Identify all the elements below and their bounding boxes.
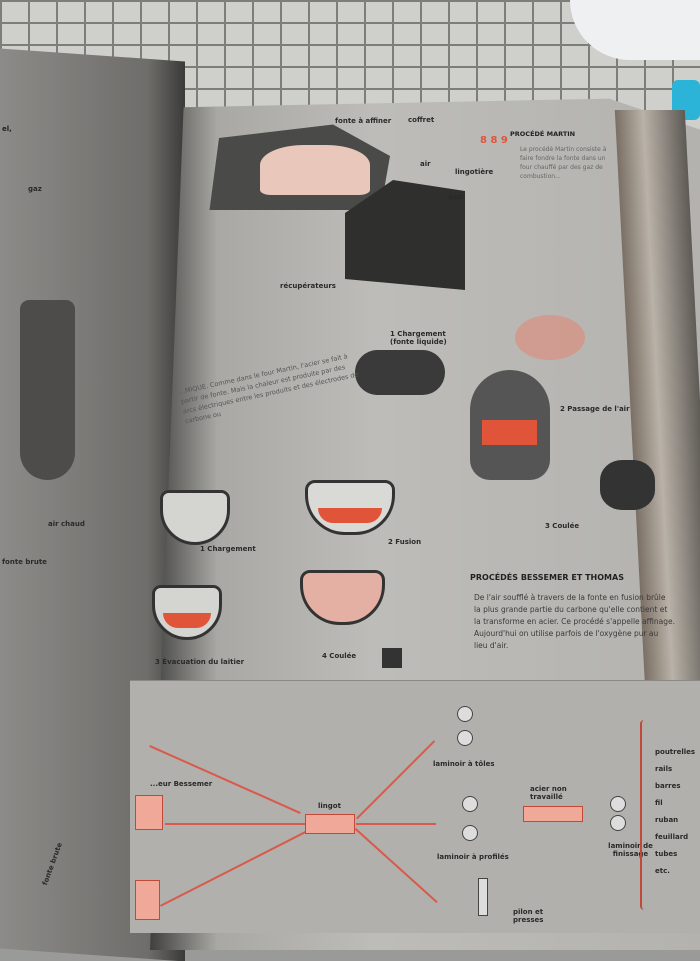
martin-heading: PROCÉDÉ MARTIN: [510, 130, 576, 138]
acier-bar: [523, 806, 583, 822]
label-coffret: coffret: [408, 116, 435, 124]
left-label-fonte: fonte brute: [2, 558, 47, 566]
laminoir-profiles-label: laminoir à profilés: [437, 853, 509, 861]
laminoir-toles-label: laminoir à tôles: [433, 760, 495, 768]
label-gaz: gaz: [448, 193, 462, 201]
converter-pouring-illustration: [600, 460, 655, 510]
label-recuperateurs: récupérateurs: [280, 282, 336, 290]
roller-icon: [462, 825, 478, 841]
electric-furnace-3: [152, 585, 222, 640]
bessemer-heading: PROCÉDÉS BESSEMER ET THOMAS: [470, 573, 624, 582]
product-item: ruban: [655, 816, 679, 824]
electric-step-1: 1 Chargement: [200, 545, 256, 553]
roller-icon: [457, 730, 473, 746]
converter-step-2: 2 Passage de l'air: [560, 405, 630, 413]
bessemer-converter: [135, 795, 163, 830]
bessemer-text: De l'air soufflé à travers de la fonte e…: [474, 592, 694, 652]
label-air: air: [420, 160, 431, 168]
pilon-label: pilon et presses: [513, 908, 544, 924]
left-label: el,: [2, 125, 12, 133]
product-item: poutrelles: [655, 748, 696, 756]
text-line: De l'air soufflé à travers de la fonte e…: [474, 593, 666, 602]
acier-label: acier non travaillé: [530, 785, 567, 801]
text-line: la plus grande partie du carbone qu'elle…: [474, 605, 668, 614]
converter-step-1: 1 Chargement (fonte liquide): [390, 330, 447, 346]
left-label-air: air chaud: [48, 520, 85, 528]
pouring-ladle: [382, 648, 402, 668]
molten-metal: [482, 420, 537, 445]
flow-arrow: [356, 823, 436, 825]
electric-furnace-1: [160, 490, 230, 545]
label-bessemer: ...eur Bessemer: [150, 780, 213, 788]
converter-charging-illustration: [355, 350, 445, 395]
roller-icon: [610, 815, 626, 831]
roller-icon: [462, 796, 478, 812]
flow-arrow: [165, 823, 305, 825]
lingot-box: [305, 814, 355, 834]
label-lingotiere: lingotière: [455, 168, 494, 176]
electric-step-3: 3 Évacuation du laitier: [155, 658, 245, 666]
lingot-label: lingot: [318, 802, 341, 810]
laminoir-finissage-label: laminoir de finissage: [608, 842, 653, 858]
flame: [515, 315, 585, 360]
product-item: etc.: [655, 867, 670, 875]
pilon-icon: [478, 878, 488, 916]
converter-step-3: 3 Coulée: [545, 522, 580, 530]
product-item: fil: [655, 799, 663, 807]
left-label-gaz: gaz: [28, 185, 42, 193]
electric-step-4: 4 Coulée: [322, 652, 357, 660]
text-line: lieu d'air.: [474, 641, 509, 650]
text-line: la transforme en acier. Ce procédé s'app…: [474, 617, 675, 626]
brace: [640, 720, 648, 910]
furnace-interior: [260, 145, 370, 195]
product-item: barres: [655, 782, 681, 790]
furnace-small: [135, 880, 160, 920]
electric-step-2: 2 Fusion: [388, 538, 422, 546]
martin-text: Le procédé Martin consiste à faire fondr…: [520, 146, 607, 180]
electric-furnace-2: [305, 480, 395, 535]
product-item: feuillard: [655, 833, 689, 841]
text-line: Aujourd'hui on utilise parfois de l'oxyg…: [474, 629, 659, 638]
roller-icon: [610, 796, 626, 812]
product-item: tubes: [655, 850, 678, 858]
flowchart-area: [130, 680, 700, 933]
products-list: poutrelles rails barres fil ruban feuill…: [655, 744, 695, 880]
product-item: rails: [655, 765, 673, 773]
cowper-illustration: [20, 300, 75, 480]
label-fonte: fonte à affiner: [335, 117, 392, 125]
figure-number: 8 8 9: [480, 135, 508, 146]
roller-icon: [457, 706, 473, 722]
